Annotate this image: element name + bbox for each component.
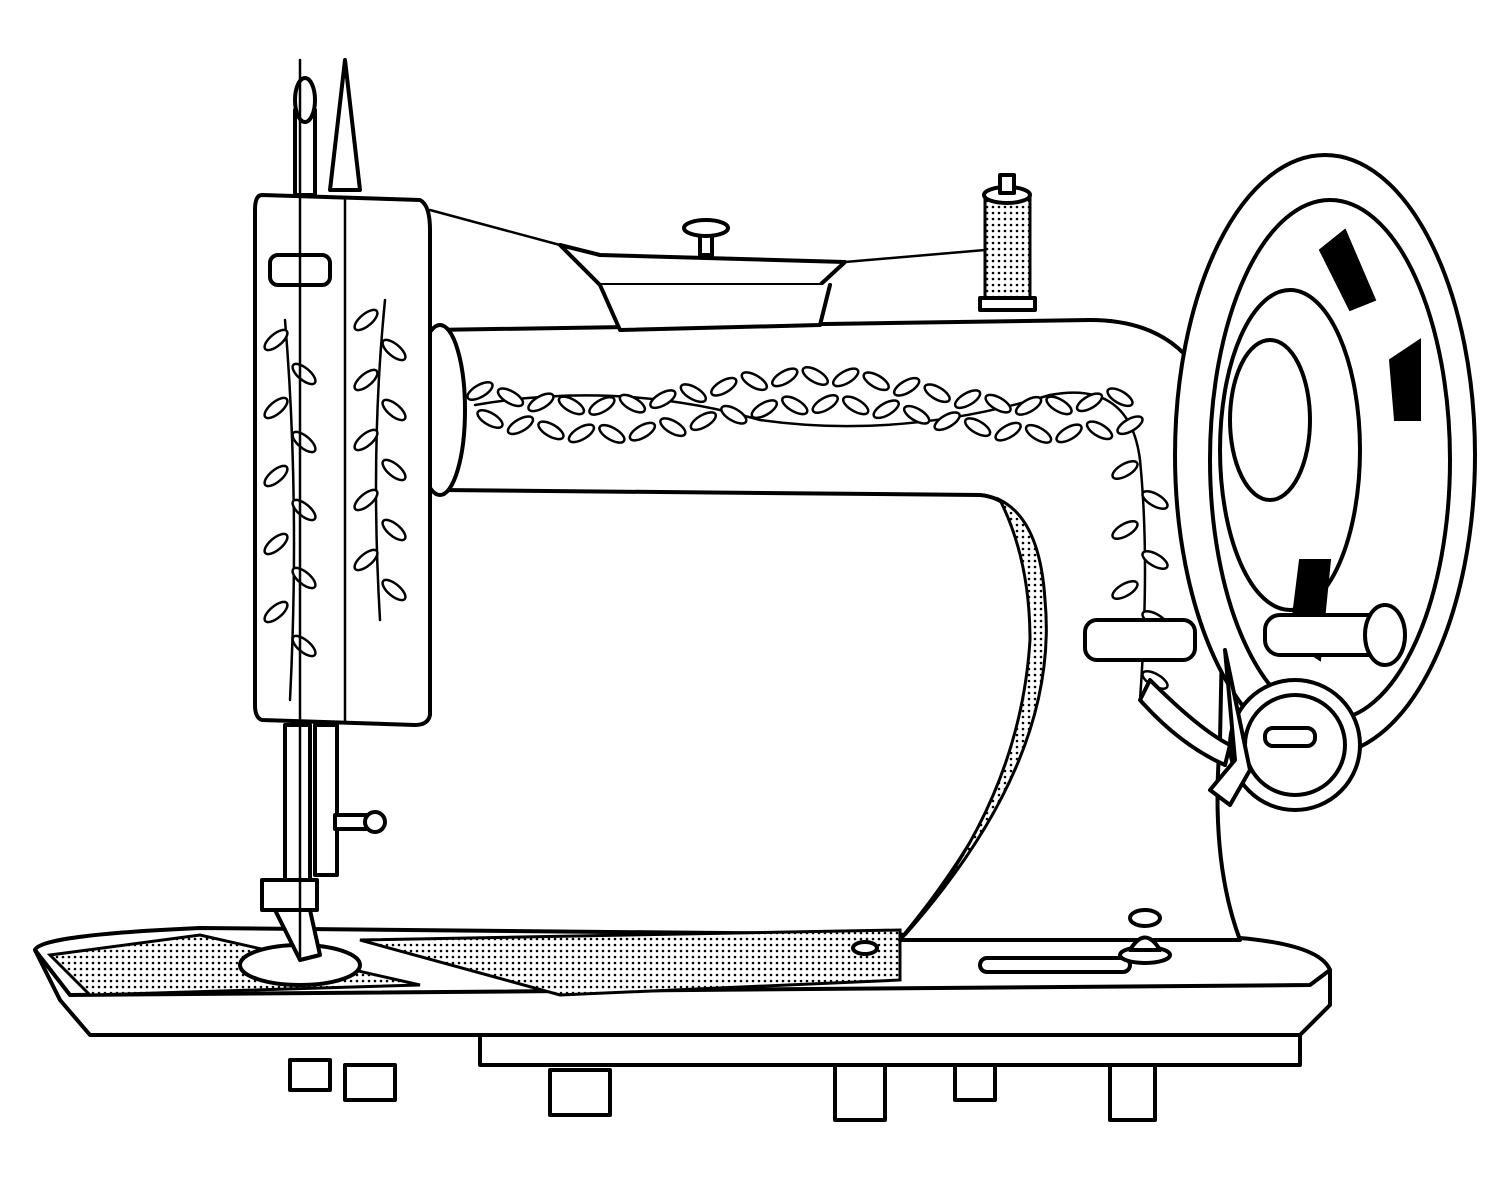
- thread-tension: [428, 208, 987, 332]
- leaf-ornament: [872, 399, 900, 420]
- leaf-ornament: [1106, 387, 1134, 408]
- leaf-ornament: [1111, 580, 1139, 600]
- leaf-ornament: [506, 415, 535, 436]
- leaf-ornament: [567, 423, 596, 444]
- leaf-ornament: [263, 396, 289, 420]
- leaf-ornament: [353, 548, 379, 572]
- leaf-ornament: [381, 398, 407, 422]
- leaf-ornament: [263, 600, 289, 624]
- leaf-ornament: [659, 417, 687, 438]
- leaf-ornament: [750, 399, 779, 420]
- leaf-ornament: [618, 393, 647, 414]
- leaf-ornament: [353, 368, 379, 392]
- leaf-ornament: [862, 371, 890, 392]
- leaf-ornament: [263, 464, 289, 488]
- leaf-ornament: [689, 411, 718, 432]
- leaf-ornament: [1075, 392, 1104, 413]
- leaf-ornament: [496, 387, 525, 408]
- leaf-ornament: [557, 395, 586, 416]
- leaf-ornament: [537, 420, 565, 441]
- leaf-ornament: [984, 393, 1012, 414]
- leaf-ornament: [720, 404, 748, 425]
- leaf-ornament: [740, 371, 769, 392]
- leaf-ornament: [902, 404, 931, 425]
- machine-head: [253, 193, 432, 727]
- leaf-ornament: [476, 409, 504, 429]
- leaf-ornament: [811, 394, 839, 414]
- leaf-ornament: [1111, 520, 1139, 540]
- leaf-ornament: [892, 376, 921, 397]
- leaf-ornament: [710, 376, 738, 397]
- leaf-ornament: [381, 578, 407, 602]
- leaf-ornament: [1111, 460, 1139, 480]
- leaf-ornament: [353, 488, 379, 512]
- leaf-ornament: [353, 308, 379, 332]
- leaf-ornament: [598, 423, 626, 444]
- leaf-ornament: [953, 389, 982, 410]
- leaf-ornament: [994, 421, 1022, 442]
- leaf-ornament: [801, 366, 829, 386]
- leaf-ornament: [1024, 423, 1053, 444]
- leaf-ornament: [381, 518, 407, 542]
- leaf-ornament: [1055, 423, 1083, 444]
- leaf-ornament: [771, 367, 799, 388]
- spool: [978, 173, 1037, 312]
- leaf-ornament: [588, 395, 616, 416]
- leaf-ornament: [353, 428, 379, 452]
- bobbin-winder: [1083, 603, 1407, 812]
- leaf-ornament: [679, 383, 708, 404]
- leaf-ornament: [628, 421, 657, 442]
- hand-wheel: [1173, 153, 1477, 757]
- needle-bar: [260, 58, 387, 962]
- leaf-ornament: [963, 417, 992, 438]
- leaf-ornament: [1045, 395, 1073, 416]
- leaf-ornament: [1141, 550, 1169, 570]
- bed-knob: [1118, 908, 1172, 965]
- leaf-ornament: [841, 395, 870, 416]
- leaf-ornament: [527, 392, 555, 413]
- leaf-ornament: [1141, 490, 1169, 510]
- leaf-ornament: [831, 367, 860, 388]
- leaf-ornament: [923, 383, 951, 404]
- leaf-ornament: [381, 458, 407, 482]
- leaf-ornament: [1085, 420, 1114, 441]
- leaf-ornament: [263, 532, 289, 556]
- leaf-ornament: [466, 381, 494, 401]
- leaf-ornament: [933, 411, 961, 432]
- leaf-ornament: [381, 338, 407, 362]
- leaf-ornament: [1014, 395, 1043, 416]
- base-feet: [288, 1033, 1302, 1122]
- leaf-ornament: [1116, 415, 1144, 436]
- leaf-ornament: [263, 328, 289, 352]
- leaf-ornament: [781, 395, 809, 416]
- bed-plate: [33, 926, 1332, 1037]
- leaf-ornament: [649, 389, 677, 410]
